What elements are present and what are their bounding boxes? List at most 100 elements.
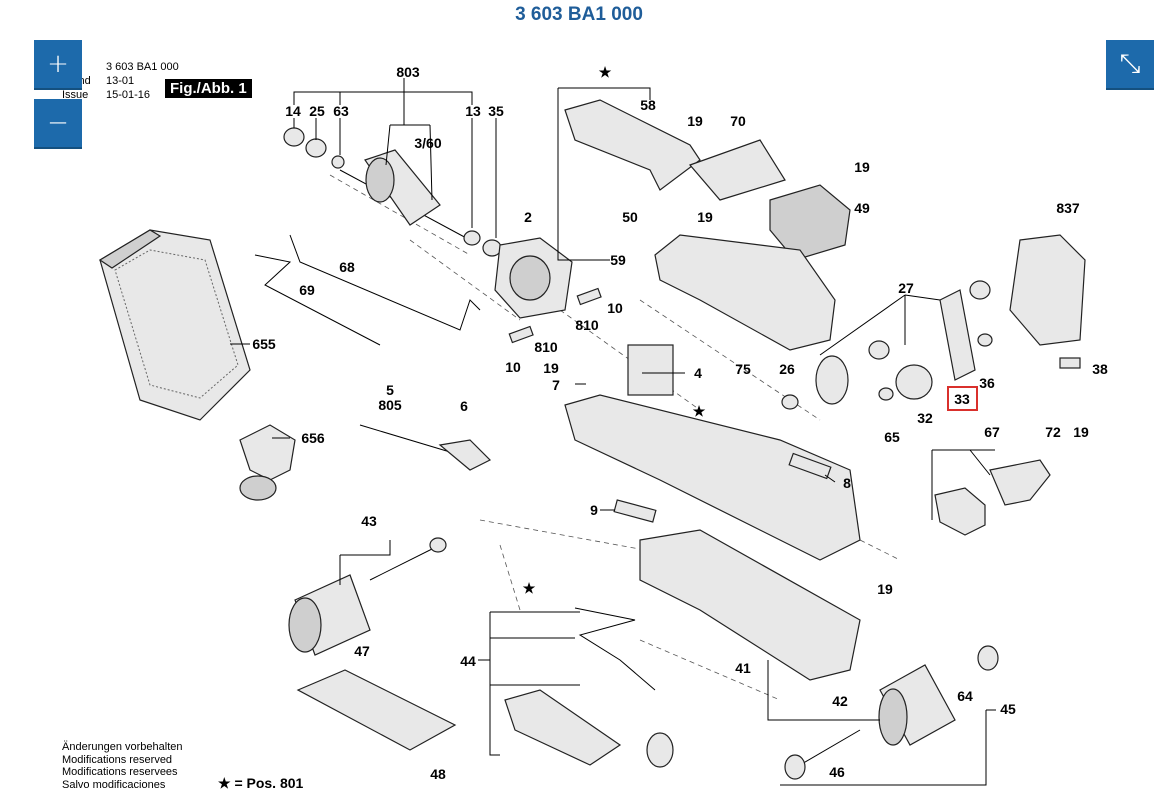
meta-value: 3 603 BA1 000 [106, 61, 179, 73]
assembly-guides [329, 174, 901, 701]
callout: 810 [575, 317, 599, 333]
stator-part [494, 237, 573, 319]
leader-lines [478, 611, 580, 756]
callout: 49 [854, 200, 870, 216]
dust-box-part [98, 229, 251, 421]
knob-part [934, 487, 986, 536]
note-line: Salvo modificaciones [62, 778, 166, 791]
callout: 19 [543, 360, 559, 376]
zoom-out-button[interactable]: − [34, 99, 82, 149]
callout: 69 [299, 282, 315, 298]
plate-part [1059, 357, 1081, 369]
callout: 8 [843, 475, 851, 491]
callout: 33 [954, 391, 970, 407]
meta-row: 3 603 BA1 000 [62, 60, 179, 74]
legend: ★ = Pos. 801 [218, 775, 304, 791]
callout: 810 [534, 339, 558, 355]
pulley-part [969, 280, 991, 300]
collapse-icon: ⤡ [1119, 48, 1141, 79]
gear-part [815, 355, 849, 405]
callout: 19 [854, 159, 870, 175]
callout: 46 [829, 764, 845, 780]
callout: 655 [252, 336, 276, 352]
bushing-part [781, 394, 799, 410]
callout: 43 [361, 513, 377, 529]
wheel-part [646, 732, 674, 768]
base-plate-part [639, 529, 861, 681]
callout: 19 [1073, 424, 1089, 440]
callout: 6 [460, 398, 468, 414]
callout: 9 [590, 502, 598, 518]
dust-adapter-part [239, 424, 296, 501]
callout: 7 [552, 377, 560, 393]
switch-part [627, 344, 674, 396]
leader-lines [819, 294, 941, 356]
armature-part [339, 149, 471, 241]
callout: 25 [309, 103, 325, 119]
callout: 47 [354, 643, 370, 659]
meta-row: Issue 15-01-16 [62, 88, 179, 102]
page-title: 3 603 BA1 000 [515, 4, 643, 25]
callout: 64 [957, 688, 973, 704]
knob-part [989, 459, 1051, 506]
minus-icon: − [47, 108, 69, 138]
brush-part [576, 287, 602, 306]
callout: 44 [460, 653, 476, 669]
callout: 27 [898, 280, 914, 296]
plate-part [296, 669, 457, 751]
note-line: Modifications reserved [62, 753, 173, 766]
zoom-in-button[interactable]: + [34, 40, 82, 90]
leader-lines [339, 540, 391, 585]
callout: 10 [505, 359, 521, 375]
callout: 72 [1045, 424, 1061, 440]
callout: 75 [735, 361, 751, 377]
leader-lines [230, 343, 836, 511]
callout: ★ [523, 580, 536, 596]
roller-part [784, 645, 999, 780]
washer-part [878, 387, 894, 401]
cover-part [688, 139, 786, 201]
callout: 67 [984, 424, 1000, 440]
note-line: Modifications reservees [62, 766, 178, 778]
meta-key: Issue [62, 89, 89, 101]
leader-lines [780, 709, 996, 786]
callout: 19 [687, 113, 703, 129]
cable-protector-part [438, 439, 492, 471]
roller-part [288, 537, 447, 656]
callout: 58 [640, 97, 656, 113]
callout: 70 [730, 113, 746, 129]
callout: 4 [694, 365, 702, 381]
callout: 36 [979, 375, 995, 391]
callout: 63 [333, 103, 349, 119]
callout: 10 [607, 300, 623, 316]
callout: 14 [285, 103, 301, 119]
leader-lines [931, 449, 995, 520]
callout: 19 [877, 581, 893, 597]
callout: 805 [378, 397, 402, 413]
label-part [788, 452, 832, 480]
wire-part [254, 234, 481, 346]
leader-lines [293, 78, 497, 238]
callout: 42 [832, 693, 848, 709]
exit-fullscreen-button[interactable]: ⤡ [1106, 40, 1154, 90]
highlight-box [947, 386, 978, 411]
bearing-part [482, 239, 502, 257]
end-cover-part [1009, 234, 1086, 346]
label-part [613, 499, 657, 523]
callout: 837 [1056, 200, 1080, 216]
meta-value: 15-01-16 [106, 89, 151, 101]
bearing-part [283, 127, 305, 147]
nut-part [977, 333, 993, 347]
pulley-part [895, 364, 933, 400]
callout: 2 [524, 209, 532, 225]
callout: 3/60 [414, 135, 441, 151]
callout: 803 [396, 64, 420, 80]
callout: 50 [622, 209, 638, 225]
frame-part [504, 689, 622, 766]
housing-part [654, 234, 836, 351]
callout: 26 [779, 361, 795, 377]
callout: 45 [1000, 701, 1016, 717]
belt-part [939, 289, 976, 381]
ring-part [331, 155, 345, 169]
switch-cover-part [769, 184, 851, 261]
